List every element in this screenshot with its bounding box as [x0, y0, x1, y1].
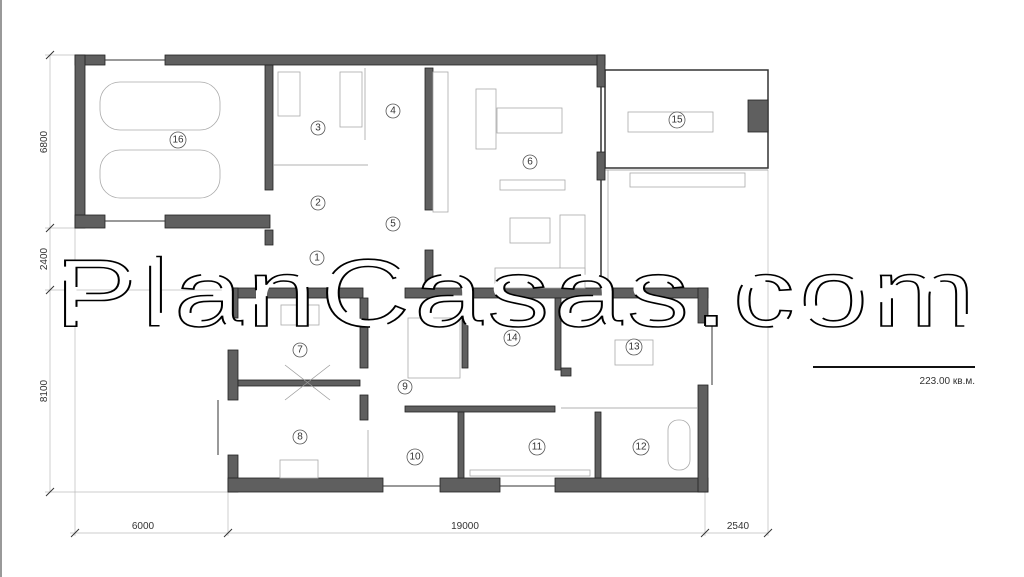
svg-text:5: 5: [390, 219, 396, 230]
room-14: 14: [503, 329, 521, 347]
svg-text:16: 16: [172, 135, 184, 146]
furniture: [99, 71, 714, 479]
page-border: [0, 0, 2, 577]
walls: [74, 54, 713, 493]
dim-19000: 19000: [451, 521, 479, 532]
room-13: 13: [625, 338, 643, 356]
svg-text:2: 2: [315, 198, 321, 209]
dim-8100: 8100: [39, 379, 50, 402]
room-16: 16: [169, 131, 187, 149]
svg-text:4: 4: [390, 106, 396, 117]
room-3: 3: [310, 120, 326, 136]
room-7: 7: [292, 342, 308, 358]
total-area: 223.00 кв.м.: [919, 376, 975, 387]
room-1: 1: [309, 250, 325, 266]
dim-6000: 6000: [132, 521, 155, 532]
room-labels: 1 2 3 4 5 6 7 8 9 10 11 12 13 14 15 16: [169, 103, 686, 466]
svg-text:6: 6: [527, 157, 533, 168]
svg-text:11: 11: [532, 442, 543, 453]
dim-2400: 2400: [39, 247, 50, 270]
room-11: 11: [528, 438, 546, 456]
room-2: 2: [310, 195, 326, 211]
room-5: 5: [385, 216, 401, 232]
room-12: 12: [632, 438, 650, 456]
watermark: PlanCasas.com: [55, 240, 980, 347]
room-6: 6: [522, 154, 538, 170]
svg-text:8: 8: [297, 432, 303, 443]
svg-text:15: 15: [671, 115, 683, 126]
svg-text:14: 14: [506, 333, 518, 344]
room-9: 9: [397, 379, 413, 395]
room-8: 8: [292, 429, 308, 445]
svg-text:3: 3: [315, 123, 321, 134]
terrace: [604, 69, 769, 290]
dim-6800: 6800: [39, 130, 50, 153]
dim-2540: 2540: [727, 521, 750, 532]
svg-text:1: 1: [314, 253, 320, 264]
svg-text:12: 12: [635, 442, 647, 453]
svg-text:9: 9: [402, 382, 408, 393]
room-10: 10: [406, 448, 424, 466]
area-underline: [813, 366, 975, 368]
room-15: 15: [668, 111, 686, 129]
dimension-lines: [45, 50, 773, 538]
room-4: 4: [385, 103, 401, 119]
svg-text:7: 7: [297, 345, 303, 356]
svg-text:13: 13: [628, 342, 640, 353]
svg-text:10: 10: [409, 452, 421, 463]
